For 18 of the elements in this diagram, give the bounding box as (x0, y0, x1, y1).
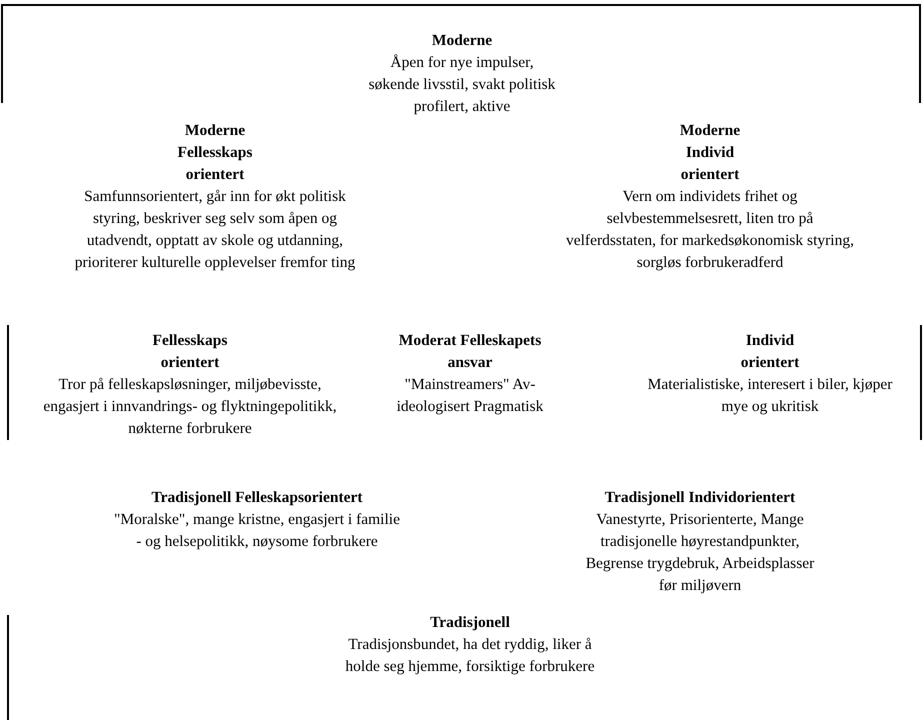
segment-heading: Tradisjonell Felleskapsorientert (151, 488, 363, 508)
segment-description: "Moralske", mange kristne, engasjert i familie - og helsepolitikk, nøysome forbrukere (113, 510, 401, 552)
segment-heading: Moderat Felleskapets ansvar (398, 331, 542, 373)
segment-heading: Moderne (432, 31, 492, 51)
segment-heading: Moderne Fellesskaps orientert (176, 121, 254, 185)
segment-heading: Tradisjonell Individorientert (604, 488, 796, 508)
segment-heading: Moderne Individ orientert (678, 121, 742, 185)
segment-description: Materialistiske, interesert i biler, kjøper mye og ukritisk (646, 375, 894, 417)
segment-description: Samfunnsorientert, går inn for økt politisk styring, beskriver seg selv som åpen og utadvendt, opptatt av skole og utdanning, prioriterer kulturelle opplevelser fremfor ting (74, 187, 356, 273)
segment-description: "Mainstreamers" Av-ideologisert Pragmatisk (396, 375, 544, 417)
segment-heading: Tradisjonell (430, 613, 510, 633)
segment-description: Vern om individets frihet og selvbestemmelsesrett, liten tro på velferdsstaten, for markedsøkonomisk styring, sorgløs forbrukeradferd (565, 187, 855, 273)
segment-heading: Fellesskaps orientert (152, 331, 228, 373)
segment-description: Åpen for nye impulser, søkende livsstil, svakt politisk profilert, aktive (368, 53, 556, 117)
segment-heading: Individ orientert (740, 331, 800, 373)
segment-description: Tradisjonsbundet, ha det ryddig, liker å holde seg hjemme, forsiktige forbrukere (344, 635, 596, 677)
segment-description: Vanestyrte, Prisorienterte, Mange tradisjonelle høyrestandpunkter, Begrense trygdebruk, Arbeidsplasser før miljøvern (584, 510, 816, 596)
segment-description: Tror på felleskapsløsninger, miljøbevisste, engasjert i innvandrings- og flyktningepolitikk, nøkterne forbrukere (42, 375, 338, 439)
